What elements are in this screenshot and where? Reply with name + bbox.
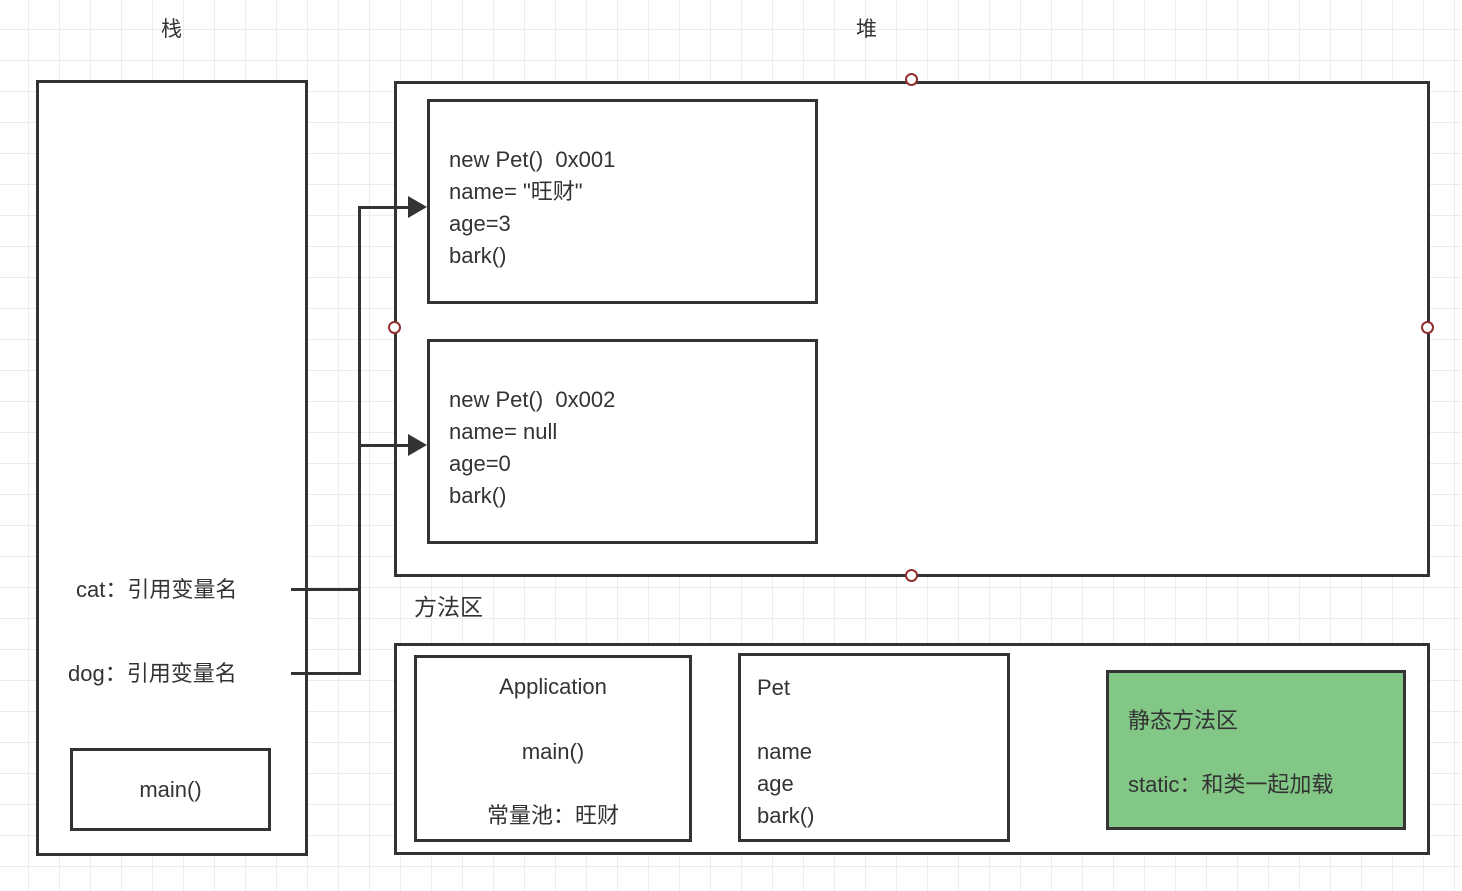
application-constant-pool: 常量池：旺财 xyxy=(486,803,619,828)
heap-object-pet-0x002-line3: age=0 xyxy=(449,451,511,476)
stack-frame-main xyxy=(70,748,271,831)
connector-dog-arrowhead xyxy=(408,434,427,456)
application-method-main: main() xyxy=(521,739,585,764)
heap-object-pet-0x002-line2: name= null xyxy=(449,419,558,444)
application-class-name: Application xyxy=(499,674,607,699)
static-method-area-box xyxy=(1106,670,1406,830)
heap-object-pet-0x001 xyxy=(427,99,818,304)
pet-method-bark: bark() xyxy=(757,803,815,828)
connector-cat-segment-h2 xyxy=(358,206,414,209)
method-area-class-pet xyxy=(738,653,1010,842)
stack-frame-main-label: main() xyxy=(139,777,202,802)
stack-variable-dog: dog：引用变量名 xyxy=(68,661,237,686)
connector-dog-segment-h2 xyxy=(358,444,414,447)
method-area-title: 方法区 xyxy=(414,594,483,620)
pet-field-name: name xyxy=(757,739,813,764)
heap-endpoint-top-circle-icon[interactable] xyxy=(905,73,918,86)
pet-field-age: age xyxy=(757,771,794,796)
connector-cat-segment-h1 xyxy=(291,588,361,591)
heap-object-pet-0x002-line4: bark() xyxy=(449,483,507,508)
heap-endpoint-left-circle-icon[interactable] xyxy=(388,321,401,334)
heap-object-pet-0x001-line2: name= "旺财" xyxy=(449,179,583,204)
heap-title: 堆 xyxy=(856,18,877,41)
stack-title: 栈 xyxy=(161,18,182,41)
heap-endpoint-bottom-circle-icon[interactable] xyxy=(905,569,918,582)
static-method-area-note: static：和类一起加载 xyxy=(1128,772,1334,797)
heap-object-pet-0x001-line3: age=3 xyxy=(449,211,511,236)
static-method-area-heading: 静态方法区 xyxy=(1128,708,1239,733)
connector-cat-arrowhead xyxy=(408,196,427,218)
stack-region xyxy=(36,80,308,856)
stack-variable-cat: cat：引用变量名 xyxy=(76,577,238,602)
heap-object-pet-0x001-line4: bark() xyxy=(449,243,507,268)
connector-cat-segment-v xyxy=(358,206,361,591)
heap-object-pet-0x002-line1: new Pet() 0x002 xyxy=(449,387,616,412)
heap-endpoint-right-circle-icon[interactable] xyxy=(1421,321,1434,334)
connector-dog-segment-v xyxy=(358,444,361,675)
pet-class-name: Pet xyxy=(757,675,791,700)
connector-dog-segment-h1 xyxy=(291,672,361,675)
method-area-class-application xyxy=(414,655,692,842)
heap-object-pet-0x002 xyxy=(427,339,818,544)
heap-object-pet-0x001-line1: new Pet() 0x001 xyxy=(449,147,616,172)
